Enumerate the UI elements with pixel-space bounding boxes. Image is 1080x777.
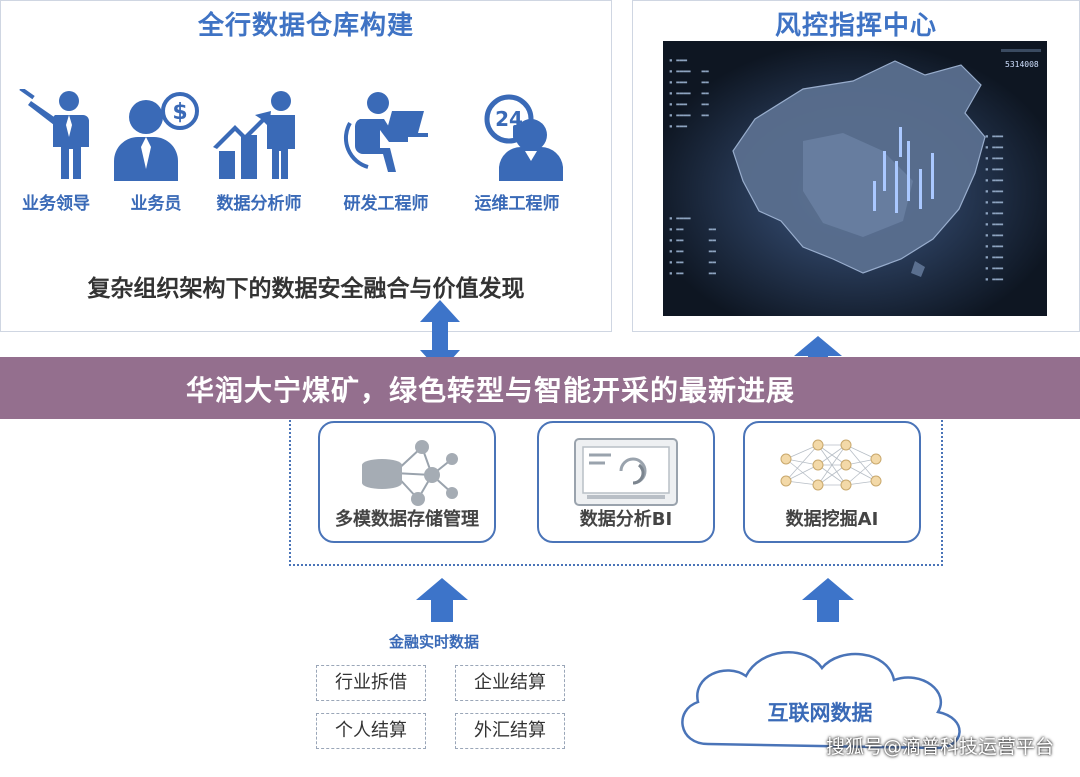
support-24h-icon: 24 <box>484 94 563 181</box>
headline-text: 华润大宁煤矿，绿色转型与智能开采的最新进展 <box>186 374 796 407</box>
dashboard-side-panel-right: ▪ ▬▬▬▪ ▬▬▬▪ ▬▬▬▪ ▬▬▬▪ ▬▬▬▪ ▬▬▬▪ ▬▬▬▪ ▬▬▬… <box>985 133 1004 283</box>
risk-command-panel: 风控指挥中心 ▪ ▬▬▬▪ ▬▬▬ <box>632 0 1080 332</box>
module-label: 数据分析BI <box>579 509 673 530</box>
svg-text:$: $ <box>172 100 187 125</box>
role-label: 研发工程师 <box>343 194 429 214</box>
cloud-icon <box>681 651 961 750</box>
risk-command-title: 风控指挥中心 <box>774 11 937 41</box>
role-label: 业务员 <box>130 194 182 214</box>
role-label: 数据分析师 <box>216 194 302 214</box>
role-business-leader: 业务领导 <box>1 89 111 214</box>
dashboard-counter: 5314008 <box>1005 60 1039 69</box>
double-arrow-icon <box>420 300 460 372</box>
developer-icon <box>343 92 428 172</box>
dashboard-side-panel-bottom: ▪ ▬▬▬▬▪ ▬▬ ▬▬▪ ▬▬ ▬▬▪ ▬▬ ▬▬▪ ▬▬ ▬▬▪ ▬▬ ▬… <box>669 215 716 277</box>
financial-data-title: 金融实时数据 <box>388 633 479 651</box>
source-chip: 外汇结算 <box>455 713 565 749</box>
dashboard-side-panel-top: ▪ ▬▬▬▪ ▬▬▬▬ ▬▬▪ ▬▬▬ ▬▬▪ ▬▬▬▬ ▬▬▪ ▬▬▬ ▬▬▪… <box>669 57 709 130</box>
businessman-icon: $ <box>114 92 199 181</box>
role-salesperson: $ 业务员 <box>101 89 211 214</box>
data-warehouse-panel: 全行数据仓库构建 业务领导 $ 业务员 <box>0 0 612 332</box>
source-chip: 行业拆借 <box>316 665 426 701</box>
analyst-icon <box>213 91 295 179</box>
role-label: 运维工程师 <box>474 194 560 214</box>
role-label: 业务领导 <box>22 194 90 214</box>
presenter-icon <box>19 89 89 179</box>
module-bi: 数据分析BI <box>537 421 715 543</box>
source-chip: 企业结算 <box>455 665 565 701</box>
up-arrow-icon <box>416 578 468 622</box>
data-warehouse-title: 全行数据仓库构建 <box>197 11 414 41</box>
source-chip: 个人结算 <box>316 713 426 749</box>
up-arrow-icon <box>802 578 854 622</box>
module-storage: 多模数据存储管理 <box>318 421 496 543</box>
dashboard-screen: ▪ ▬▬▬▪ ▬▬▬▬ ▬▬▪ ▬▬▬ ▬▬▪ ▬▬▬▬ ▬▬▪ ▬▬▬ ▬▬▪… <box>663 41 1047 316</box>
china-map-graphic <box>663 41 1047 316</box>
neural-network-icon <box>780 439 882 491</box>
module-ai: 数据挖掘AI <box>743 421 921 543</box>
headline-banner: 华润大宁煤矿，绿色转型与智能开采的最新进展 <box>0 357 1080 419</box>
database-network-icon <box>362 440 458 506</box>
role-ops-engineer: 24 运维工程师 <box>462 89 572 214</box>
module-label: 多模数据存储管理 <box>335 509 479 530</box>
left-panel-caption: 复杂组织架构下的数据安全融合与价值发现 <box>87 276 525 302</box>
bi-dashboard-icon <box>574 438 678 506</box>
internet-data-label: 互联网数据 <box>767 701 873 725</box>
role-data-analyst: 数据分析师 <box>204 89 314 214</box>
up-arrow-icon <box>794 336 842 368</box>
watermark: 搜狐号@滴普科技运营平台 <box>825 736 1054 758</box>
role-rd-engineer: 研发工程师 <box>331 89 441 214</box>
module-label: 数据挖掘AI <box>785 509 879 530</box>
